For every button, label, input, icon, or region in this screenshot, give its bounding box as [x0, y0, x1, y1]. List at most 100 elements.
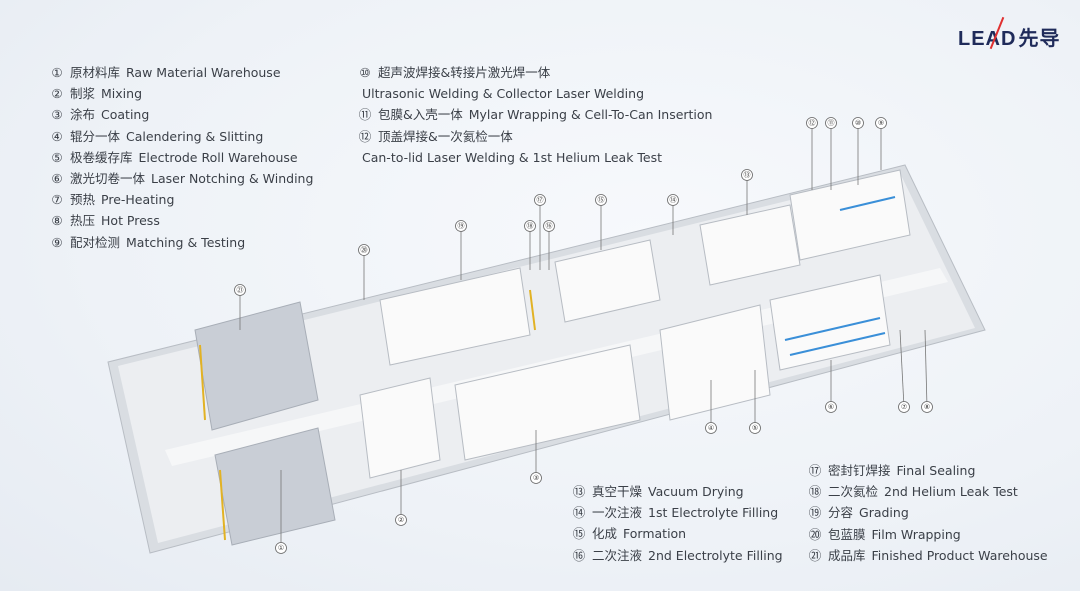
legend-cn: 成品库: [828, 547, 866, 563]
legend-en: Mylar Wrapping & Cell-To-Can Insertion: [468, 107, 713, 123]
legend-number: ㉑: [808, 547, 822, 563]
legend-item: ⑤ 极卷缓存库 Electrode Roll Warehouse: [50, 147, 313, 168]
legend-number: ②: [51, 86, 63, 102]
marker-number: ㉑: [237, 286, 244, 294]
legend-cn: 热压: [70, 213, 96, 229]
marker-number: ②: [398, 516, 404, 524]
legend-number: ⑮: [572, 526, 586, 542]
legend-en: Electrode Roll Warehouse: [138, 149, 298, 165]
marker-circle: [825, 401, 837, 413]
marker-circle: [749, 422, 761, 434]
legend-cn: 一次注液: [592, 505, 643, 521]
legend-cn: 真空干燥: [592, 484, 643, 499]
marker-circle: [455, 220, 467, 232]
station-marker: ③: [530, 430, 542, 484]
station-marker: ①: [275, 470, 287, 554]
legend-item: ⑪ 包膜&入壳一体 Mylar Wrapping & Cell-To-Can Ins…: [358, 104, 713, 125]
marker-circle: [825, 117, 837, 129]
legend-number: ④: [51, 128, 63, 144]
legend-cn: 分容: [828, 505, 854, 521]
marker-circle: [921, 401, 933, 413]
legend-number: ⑧: [51, 213, 63, 229]
legend-cn: 包膜&入壳一体: [378, 107, 463, 123]
legend-cn: 超声波焊接&转接片激光焊一体: [378, 65, 551, 80]
station-marker: ㉑: [234, 284, 246, 330]
marker-circle: [543, 220, 555, 232]
marker-number: ⑩: [855, 119, 861, 127]
station-marker: ⑬: [741, 169, 753, 215]
marker-leader-line: [924, 329, 928, 408]
marker-number: ⑱: [527, 222, 534, 230]
station-marker: ②: [395, 470, 407, 526]
legend-en: 1st Electrolyte Filling: [648, 505, 779, 521]
marker-circle: [234, 284, 246, 296]
legend-en: Vacuum Drying: [648, 484, 744, 499]
station-marker: ⑥: [825, 360, 837, 413]
legend-en: Grading: [859, 505, 909, 521]
legend-en: Ultrasonic Welding & Collector Laser Wel…: [362, 86, 645, 102]
legend-cn: 顶盖焊接&一次氦检一体: [378, 128, 513, 144]
legend-en: Laser Notching & Winding: [151, 171, 314, 187]
marker-circle: [705, 422, 717, 434]
marker-number: ⑦: [901, 403, 907, 411]
legend-number: ①: [51, 65, 63, 80]
legend-en: Formation: [623, 526, 687, 542]
marker-circle: [667, 194, 679, 206]
legend-cn: 包蓝膜: [828, 526, 866, 542]
station-marker: ⑫: [806, 117, 818, 190]
station-marker: ⑤: [749, 370, 761, 434]
marker-number: ①: [278, 544, 284, 552]
station-marker: ⑨: [875, 117, 887, 170]
marker-number: ⑤: [752, 424, 758, 432]
legend-number: ⑰: [808, 463, 822, 478]
legend-cn: 二次氦检: [828, 484, 879, 500]
blue-equipment: [784, 196, 896, 356]
marker-number: ⑪: [828, 119, 835, 127]
legend-cn: 预热: [70, 192, 96, 208]
marker-circle: [524, 220, 536, 232]
station-marker: ⑪: [825, 117, 837, 190]
marker-number: ④: [708, 424, 714, 432]
legend-en: 2nd Electrolyte Filling: [648, 547, 783, 563]
logo-text: LEAD: [958, 28, 1017, 50]
legend-en: Mixing: [101, 86, 143, 102]
legend-item: ⑦ 预热 Pre-Heating: [50, 189, 313, 210]
legend-number: ⑫: [358, 128, 372, 144]
legend-number: ⑲: [808, 505, 822, 521]
legend-cn: 密封钉焊接: [828, 463, 891, 478]
marker-number: ⑰: [537, 196, 544, 204]
legend-cn: 极卷缓存库: [70, 149, 133, 165]
legend-number: ⑤: [51, 149, 63, 165]
legend-en: Calendering & Slitting: [126, 128, 264, 144]
legend-number: ⑪: [358, 107, 372, 123]
station-marker: ⑦: [898, 329, 910, 413]
legend-number: ⑦: [51, 192, 63, 208]
marker-circle: [852, 117, 864, 129]
legend-cn: 激光切卷一体: [70, 171, 146, 187]
legend-en: Pre-Heating: [101, 192, 175, 208]
warehouse-racks: [194, 301, 336, 546]
station-marker: ⑰: [534, 194, 546, 270]
legend-top: ⑩ 超声波焊接&转接片激光焊一体 Ultrasonic Welding & Coll…: [358, 62, 713, 168]
legend-number: ⑩: [359, 65, 371, 80]
marker-number: ⑨: [878, 119, 884, 127]
legend-number: ⑳: [808, 526, 822, 542]
marker-number: ⑬: [744, 171, 751, 179]
legend-number: ⑭: [572, 505, 586, 521]
legend-cn: 涂布: [70, 107, 96, 123]
